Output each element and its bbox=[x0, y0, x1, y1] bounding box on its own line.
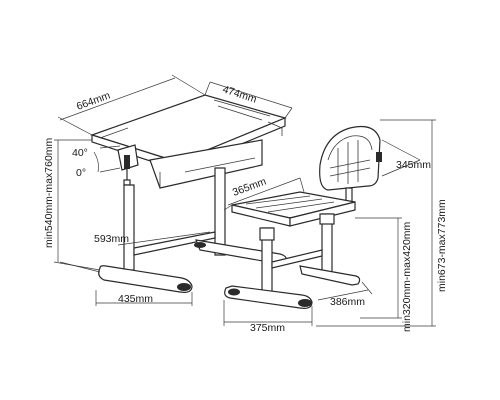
desk-left-foot bbox=[98, 265, 193, 293]
label-tilt-max: 40° bbox=[72, 147, 88, 159]
desk bbox=[90, 94, 287, 293]
label-chair-height: min673-max773mm bbox=[436, 199, 448, 292]
label-desk-depth: 664mm bbox=[75, 89, 112, 112]
desk-right-leg bbox=[214, 167, 226, 256]
chair-left-foot bbox=[224, 285, 313, 309]
dimension-lines bbox=[53, 74, 436, 327]
label-backrest-width: 345mm bbox=[396, 159, 431, 171]
label-desk-height: min540mm-max760mm bbox=[43, 137, 55, 248]
label-desk-base-width: 435mm bbox=[118, 293, 153, 305]
desk-drawer bbox=[149, 139, 263, 189]
desk-right-foot bbox=[195, 239, 287, 265]
label-desk-base-depth: 593mm bbox=[94, 233, 129, 245]
desk-left-leg bbox=[123, 184, 135, 271]
label-seat-height: min320mm-max420mm bbox=[401, 221, 413, 332]
label-chair-base-depth: 386mm bbox=[330, 296, 365, 308]
label-chair-base-width: 375mm bbox=[250, 322, 285, 334]
chair-right-foot bbox=[299, 265, 361, 286]
label-tilt-min: 0° bbox=[76, 167, 86, 179]
chair bbox=[224, 125, 382, 309]
chair-backrest bbox=[319, 125, 381, 191]
label-seat-width: 365mm bbox=[231, 175, 268, 198]
